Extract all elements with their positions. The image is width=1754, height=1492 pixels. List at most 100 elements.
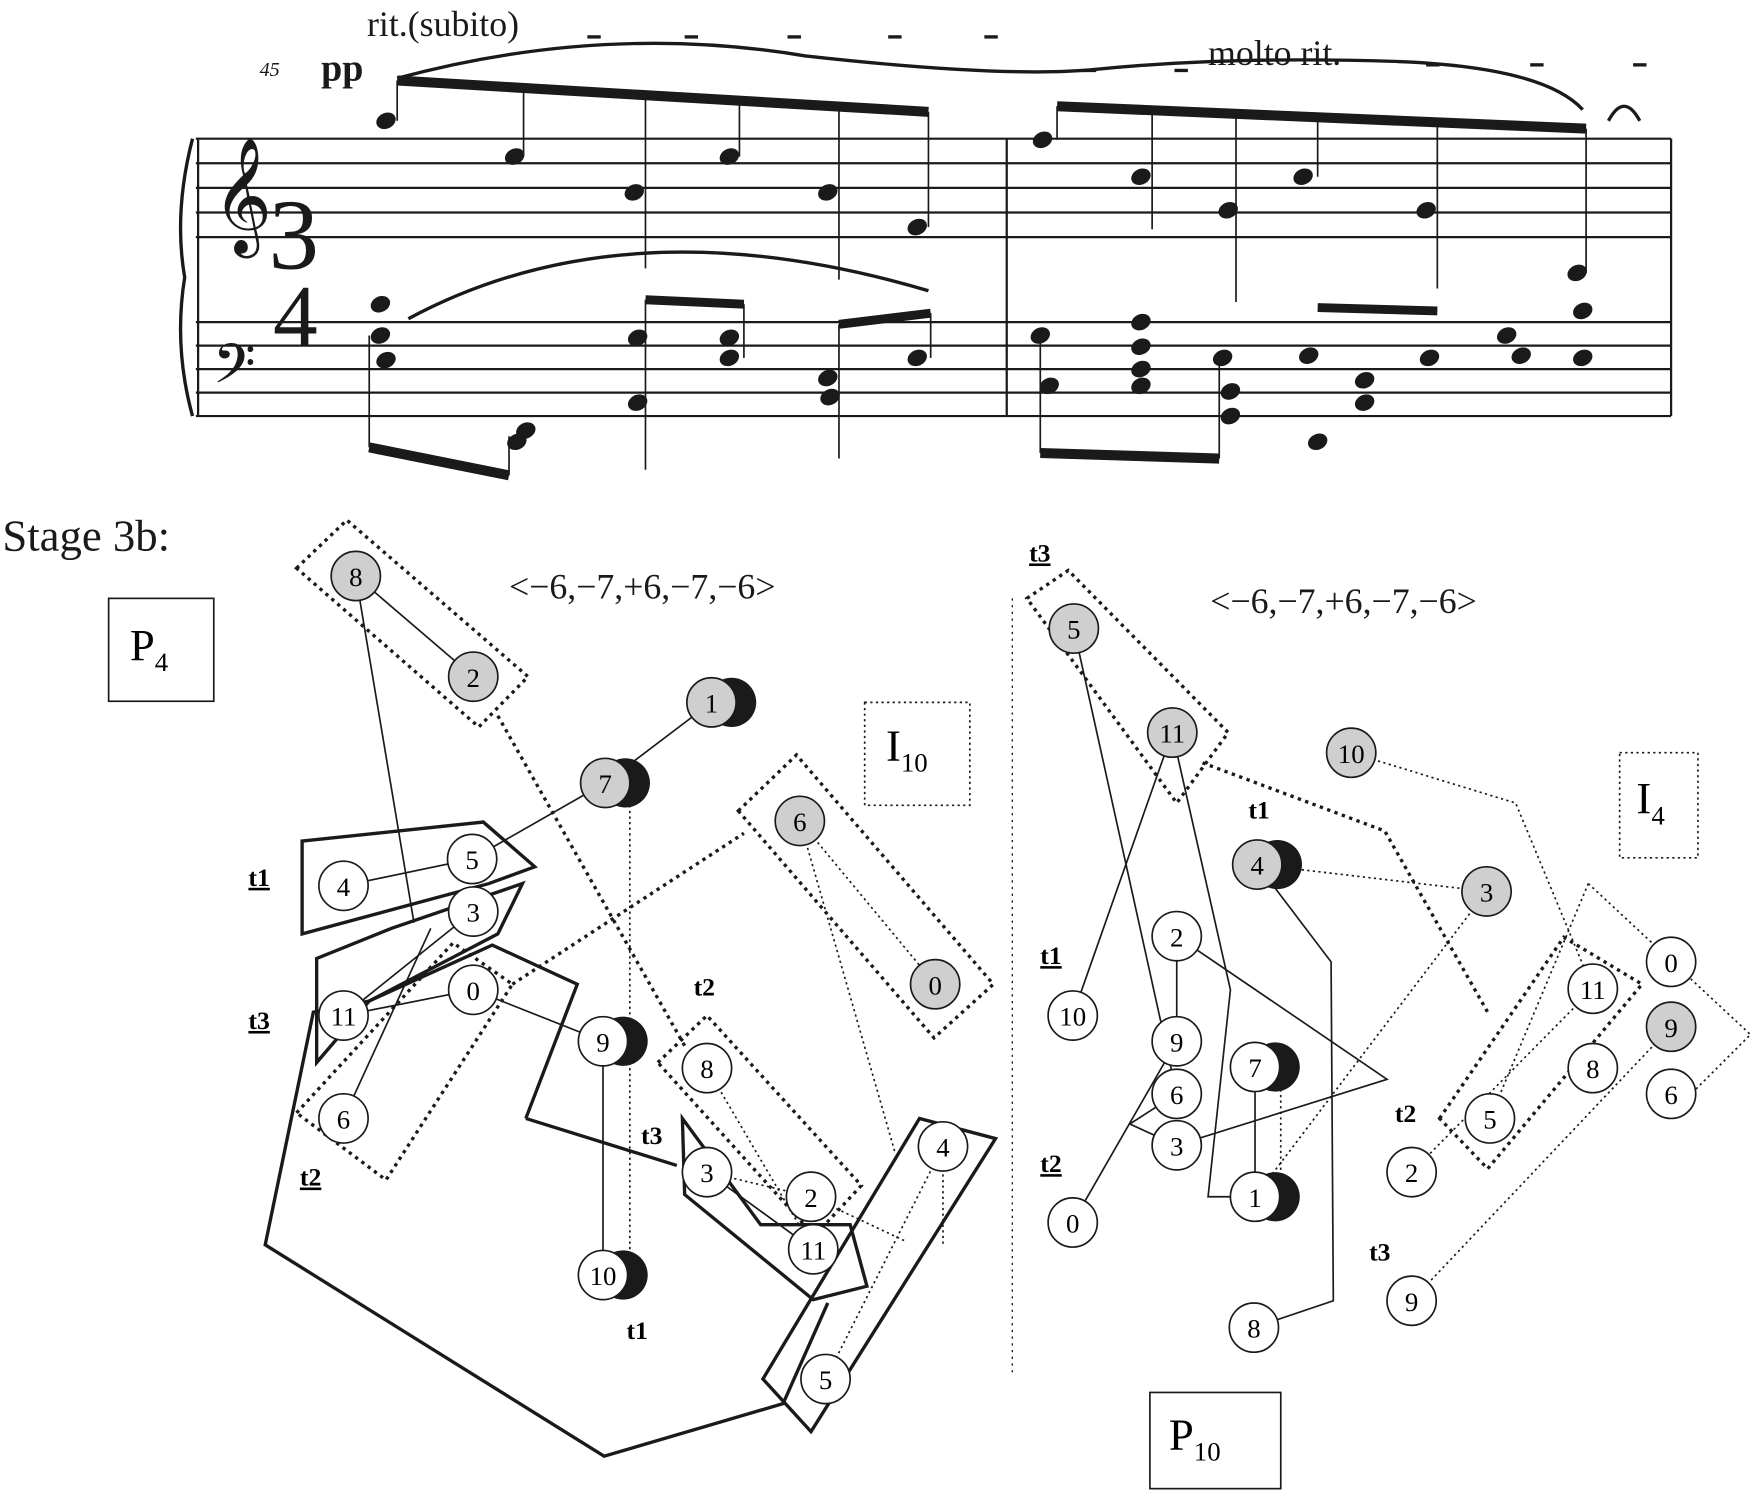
transform-label: t3	[1029, 538, 1050, 567]
diagram-shapes	[263, 517, 1645, 1459]
node-circle	[917, 1120, 969, 1172]
pitch-class-node: 2	[447, 651, 499, 703]
pitch-class-node: 3	[1151, 1119, 1203, 1171]
notehead	[1131, 377, 1151, 395]
svg-text:P4: P4	[130, 620, 168, 677]
notehead	[719, 349, 740, 367]
pitch-class-node: 4	[1231, 839, 1303, 890]
grouping-box	[655, 1013, 864, 1239]
edge	[1253, 864, 1335, 1329]
edge	[355, 575, 474, 678]
node-label: 2	[467, 663, 480, 693]
notehead	[1307, 433, 1328, 451]
bass-clef: 𝄢	[213, 334, 256, 409]
time-sig-bottom: 4	[273, 268, 318, 367]
pitch-class-node: 0	[1047, 1197, 1099, 1248]
edge	[1176, 935, 1389, 1147]
node-label: 10	[1338, 739, 1365, 769]
edge	[799, 820, 896, 1153]
transform-label: t1	[626, 1316, 647, 1345]
node-label: 8	[1247, 1314, 1260, 1344]
node-circle	[1461, 865, 1512, 917]
node-label: 5	[465, 845, 478, 875]
transform-label: t2	[1395, 1099, 1416, 1128]
pitch-class-node: 9	[1386, 1275, 1438, 1327]
notehead	[1416, 201, 1436, 219]
notehead	[504, 148, 525, 165]
node-label: 10	[1059, 1002, 1086, 1032]
edge	[1073, 628, 1178, 1095]
notehead	[820, 388, 840, 406]
notehead	[1220, 383, 1241, 400]
node-circle	[1464, 1092, 1516, 1144]
time-sig-top: 3	[269, 178, 319, 290]
notehead	[624, 184, 645, 201]
music-score: 𝄞 𝄢 3 4 45 pp rit.(subito) molto rit.	[178, 4, 1673, 481]
notehead	[818, 184, 838, 201]
transform-label: t3	[248, 1006, 269, 1035]
node-circle	[1229, 1171, 1281, 1223]
node-circle	[1567, 1042, 1619, 1094]
node-label: 2	[1405, 1158, 1418, 1188]
notehead	[719, 329, 740, 347]
notehead	[1354, 371, 1375, 389]
node-circle	[447, 651, 499, 703]
beam-3	[368, 442, 511, 481]
noteheads	[370, 112, 1593, 451]
node-circle	[1151, 910, 1203, 962]
node-label: 6	[1170, 1080, 1183, 1110]
notehead	[1131, 168, 1151, 185]
notehead	[907, 349, 927, 367]
beam-2	[1056, 101, 1587, 134]
node-circle	[330, 550, 382, 602]
notehead	[1131, 338, 1151, 355]
measure-number: 45	[260, 59, 280, 81]
transform-label: t1	[248, 863, 269, 892]
beam-4	[1040, 447, 1220, 464]
node-circle	[681, 1146, 733, 1198]
node-circle	[577, 1249, 629, 1301]
pitch-class-node: 7	[1229, 1041, 1300, 1093]
pitch-class-node: 2	[1151, 910, 1203, 962]
notehead	[907, 218, 927, 236]
node-label: 9	[596, 1027, 609, 1057]
node-circle	[681, 1042, 733, 1094]
stage-label: Stage 3b:	[2, 510, 170, 560]
node-circle	[1228, 1302, 1280, 1354]
stems	[368, 80, 1587, 476]
svg-text:I10: I10	[886, 721, 928, 778]
node-label: 8	[1586, 1054, 1599, 1084]
pitch-class-node: 1	[1229, 1171, 1300, 1223]
hull-t3-lower	[680, 1113, 870, 1302]
svg-text:I4: I4	[1636, 773, 1664, 830]
node-label: 4	[337, 872, 350, 902]
node-label: 9	[1170, 1027, 1183, 1057]
edge	[1587, 882, 1752, 1114]
node-label: 8	[349, 562, 362, 592]
transform-label: t3	[1369, 1237, 1390, 1266]
notehead	[1032, 131, 1053, 149]
grouping-box	[294, 940, 515, 1183]
node-circle	[909, 958, 961, 1010]
node-label: 3	[700, 1158, 713, 1188]
edge	[1071, 732, 1174, 1016]
grouping-box	[1437, 935, 1645, 1172]
node-label: 1	[705, 688, 718, 718]
pitch-class-node: 4	[318, 860, 369, 912]
grouping-box	[1024, 568, 1231, 806]
pitch-class-node: 10	[577, 1249, 648, 1301]
pitch-class-node: 2	[785, 1171, 837, 1223]
node-label: 2	[1170, 922, 1183, 952]
transform-label: t1	[1040, 941, 1061, 970]
pitch-class-node: 7	[579, 757, 650, 809]
edge	[706, 1067, 814, 1250]
node-label: 0	[1066, 1209, 1079, 1239]
edge	[1411, 988, 1594, 1173]
node-label: 3	[467, 898, 480, 928]
node-circle	[447, 886, 499, 937]
node-label: 0	[467, 976, 480, 1006]
transform-label: t3	[641, 1121, 662, 1150]
edge	[1411, 1026, 1672, 1302]
node-circle	[1047, 1197, 1099, 1248]
